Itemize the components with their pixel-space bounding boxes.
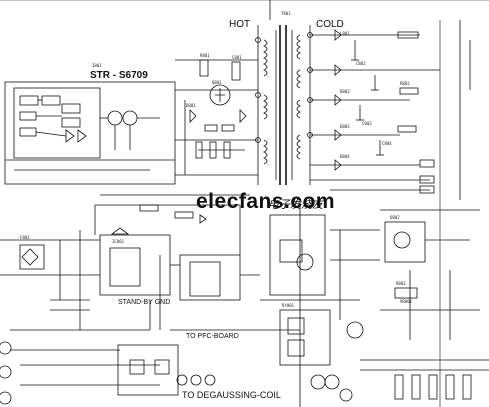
- secondary-outputs: [310, 20, 471, 200]
- part-ref: VR801: [400, 299, 413, 304]
- main-transformer: [255, 25, 313, 185]
- watermark-site-cn: 电子发烧友: [268, 198, 323, 211]
- part-ref: Q801: [212, 80, 222, 85]
- str-ic-box: [4, 81, 176, 185]
- input-section: [0, 204, 300, 405]
- part-ref: IC801: [112, 239, 125, 244]
- pfc-board-label: TO PFC-BOARD: [186, 333, 239, 340]
- part-ref: RY801: [282, 303, 295, 308]
- part-ref: R801: [200, 53, 210, 58]
- ic-name-label: STR - S6709: [90, 70, 148, 81]
- part-ref: D802: [340, 89, 350, 94]
- watermark-site: elecfans.com: [196, 190, 336, 213]
- relay-section: [260, 200, 380, 407]
- misc-components: [50, 194, 250, 330]
- cold-side-label: COLD: [316, 19, 344, 30]
- standby-gnd-label: STAND-BY GND: [118, 299, 171, 306]
- part-ref: I801: [92, 63, 102, 68]
- part-ref: Q802: [390, 215, 400, 220]
- primary-wiring: [175, 59, 258, 176]
- hot-side-label: HOT: [229, 19, 251, 30]
- degaussing-coil-label: TO DEGAUSSING-COIL: [182, 390, 281, 400]
- part-ref: D804: [340, 154, 350, 159]
- part-ref: C804: [382, 141, 392, 146]
- part-ref: C802: [356, 61, 366, 66]
- regulator-section: [360, 209, 489, 400]
- part-ref: R803: [396, 281, 406, 286]
- part-ref: T801: [281, 11, 291, 16]
- part-ref: D801: [186, 103, 196, 108]
- part-ref: F801: [20, 235, 30, 240]
- part-ref: L801: [340, 31, 350, 36]
- part-ref: C803: [362, 121, 372, 126]
- part-ref: C801: [232, 55, 242, 60]
- part-ref: D803: [340, 124, 350, 129]
- part-ref: R802: [400, 81, 410, 86]
